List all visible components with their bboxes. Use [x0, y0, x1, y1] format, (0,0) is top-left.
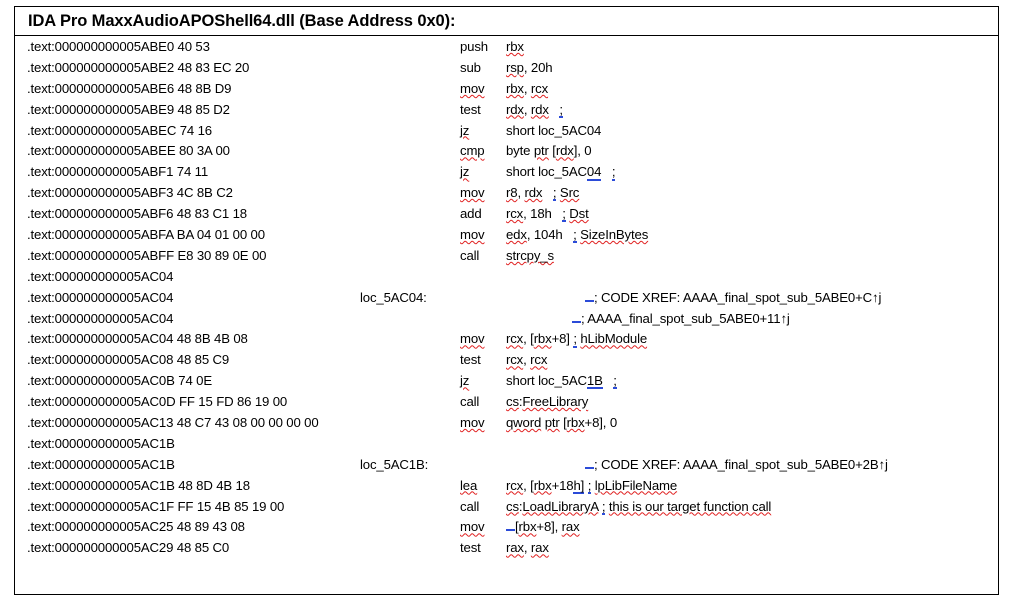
row-address: .text:000000000005ABFA BA 04 01 00 00: [27, 227, 265, 243]
row-address: .text:000000000005AC04: [27, 289, 174, 305]
row-operands[interactable]: rdx, rdx ;: [506, 101, 563, 118]
row-operands[interactable]: edx, 104h ; SizeInBytes: [506, 227, 649, 244]
listing-row[interactable]: .text:000000000005AC04: [15, 269, 998, 290]
row-address: .text:000000000005AC1B: [27, 456, 175, 472]
row-mnemonic[interactable]: mov: [460, 227, 485, 243]
listing-row[interactable]: .text:000000000005ABEC 74 16 jz short loc_…: [15, 123, 998, 144]
row-mnemonic[interactable]: call: [460, 498, 480, 514]
listing-row[interactable]: .text:000000000005ABFA BA 04 01 00 00 mov…: [15, 227, 998, 248]
row-operands[interactable]: rsp, 20h: [506, 59, 553, 75]
listing-row[interactable]: .text:000000000005ABE2 48 83 EC 20 sub rsp…: [15, 60, 998, 81]
row-address: .text:000000000005ABF6 48 83 C1 18: [27, 206, 247, 222]
row-operands[interactable]: r8, rdx ; Src: [506, 185, 580, 202]
row-operands[interactable]: rcx, [rbx+18h] ; lpLibFileName: [506, 477, 678, 494]
listing-row[interactable]: .text:000000000005AC0D FF 15 FD 86 19 00…: [15, 394, 998, 415]
listing-row[interactable]: .text:000000000005ABF3 4C 8B C2 mov r8, rd…: [15, 185, 998, 206]
row-address: .text:000000000005ABEC 74 16: [27, 122, 212, 138]
row-mnemonic[interactable]: push: [460, 39, 488, 54]
row-operands[interactable]: short loc_5AC1B ;: [506, 373, 617, 390]
listing-row[interactable]: .text:000000000005AC29 48 85 C0 test rax, …: [15, 540, 998, 561]
row-operands[interactable]: cs:LoadLibraryA ; this is our target fun…: [506, 498, 772, 515]
row-address: .text:000000000005ABFF E8 30 89 0E 00: [27, 247, 267, 263]
row-mnemonic[interactable]: cmp: [460, 143, 485, 159]
row-address: .text:000000000005ABE2 48 83 EC 20: [27, 59, 250, 75]
row-mnemonic[interactable]: test: [460, 540, 481, 556]
row-address: .text:000000000005ABE6 48 8B D9: [27, 80, 232, 96]
listing-row[interactable]: .text:000000000005AC04 48 8B 4B 08 mov rcx…: [15, 331, 998, 352]
panel-title-bar: IDA Pro MaxxAudioAPOShell64.dll (Base Ad…: [15, 7, 998, 36]
listing-row[interactable]: .text:000000000005AC1B loc_5AC1B: ; CODE X…: [15, 457, 998, 478]
row-xref-comment: ; CODE XREF: AAAA_final_spot_sub_5ABE0+C…: [460, 290, 998, 305]
listing-row[interactable]: .text:000000000005AC1B: [15, 436, 998, 457]
row-address: .text:000000000005AC04: [27, 310, 174, 326]
listing-row[interactable]: .text:000000000005ABFF E8 30 89 0E 00 cal…: [15, 248, 998, 269]
row-mnemonic[interactable]: mov: [460, 185, 485, 201]
row-mnemonic[interactable]: jz: [460, 164, 470, 180]
row-address: .text:000000000005ABF3 4C 8B C2: [27, 185, 233, 201]
row-label[interactable]: loc_5AC1B:: [360, 456, 429, 472]
row-address: .text:000000000005ABEE 80 3A 00: [27, 143, 230, 159]
listing-row[interactable]: .text:000000000005ABF1 74 11 jz short loc_…: [15, 164, 998, 185]
row-mnemonic[interactable]: lea: [460, 477, 478, 493]
row-operands[interactable]: rcx, [rbx+8] ; hLibModule: [506, 331, 648, 348]
row-address: .text:000000000005ABE0 40 53: [27, 39, 210, 54]
row-mnemonic[interactable]: test: [460, 352, 481, 368]
listing-row[interactable]: .text:000000000005AC0B 74 0E jz short loc_…: [15, 373, 998, 394]
row-mnemonic[interactable]: sub: [460, 59, 481, 75]
row-operands[interactable]: rcx, rcx: [506, 352, 548, 368]
row-mnemonic[interactable]: call: [460, 247, 480, 263]
row-mnemonic[interactable]: call: [460, 394, 480, 410]
listing-row[interactable]: .text:000000000005AC04 ; AAAA_final_spot_…: [15, 311, 998, 332]
listing-row[interactable]: .text:000000000005ABF6 48 83 C1 18 add rcx…: [15, 206, 998, 227]
row-operands[interactable]: rbx, rcx: [506, 80, 549, 96]
listing-row[interactable]: .text:000000000005AC25 48 89 43 08 mov [rb…: [15, 519, 998, 540]
row-label[interactable]: loc_5AC04:: [360, 289, 427, 305]
row-mnemonic[interactable]: add: [460, 206, 482, 222]
row-address: .text:000000000005AC04 48 8B 4B 08: [27, 331, 248, 347]
listing-row[interactable]: .text:000000000005AC1B 48 8D 4B 18 lea rcx…: [15, 478, 998, 499]
row-mnemonic[interactable]: jz: [460, 122, 470, 138]
row-operands[interactable]: short loc_5AC04: [506, 122, 602, 138]
row-mnemonic[interactable]: mov: [460, 415, 485, 431]
row-mnemonic[interactable]: jz: [460, 373, 470, 389]
row-address: .text:000000000005AC08 48 85 C9: [27, 352, 230, 368]
row-operands[interactable]: [rbx+8], rax: [506, 519, 998, 534]
row-xref-comment: ; AAAA_final_spot_sub_5ABE0+11↑j: [460, 311, 998, 326]
listing-row[interactable]: .text:000000000005ABE0 40 53 push rbx: [15, 39, 998, 60]
row-address: .text:000000000005AC1B: [27, 435, 175, 451]
row-address: .text:000000000005AC0D FF 15 FD 86 19 00: [27, 394, 288, 410]
listing-row[interactable]: .text:000000000005ABEE 80 3A 00 cmp byte p…: [15, 143, 998, 164]
row-mnemonic[interactable]: mov: [460, 331, 485, 347]
row-address: .text:000000000005AC1F FF 15 4B 85 19 00: [27, 498, 285, 514]
row-operands[interactable]: byte ptr [rdx], 0: [506, 143, 592, 159]
ida-listing-panel: IDA Pro MaxxAudioAPOShell64.dll (Base Ad…: [14, 6, 999, 595]
row-operands[interactable]: strcpy_s: [506, 247, 554, 263]
listing-row[interactable]: .text:000000000005ABE6 48 8B D9 mov rbx, r…: [15, 81, 998, 102]
row-operands[interactable]: qword ptr [rbx+8], 0: [506, 415, 618, 431]
row-address: .text:000000000005ABE9 48 85 D2: [27, 101, 230, 117]
listing-row[interactable]: .text:000000000005AC1F FF 15 4B 85 19 00…: [15, 499, 998, 520]
row-address: .text:000000000005AC13 48 C7 43 08 00 00…: [27, 415, 319, 431]
row-operands[interactable]: short loc_5AC04 ;: [506, 164, 616, 181]
listing-row[interactable]: .text:000000000005AC08 48 85 C9 test rcx, …: [15, 352, 998, 373]
row-mnemonic[interactable]: mov: [460, 80, 485, 96]
row-mnemonic[interactable]: mov: [460, 519, 485, 535]
row-operands[interactable]: rax, rax: [506, 540, 549, 556]
row-address: .text:000000000005AC29 48 85 C0: [27, 540, 230, 556]
row-mnemonic[interactable]: test: [460, 101, 481, 117]
row-address: .text:000000000005ABF1 74 11: [27, 164, 209, 180]
row-operands[interactable]: rbx: [506, 39, 524, 54]
listing-row[interactable]: .text:000000000005AC04 loc_5AC04: ; CODE X…: [15, 290, 998, 311]
row-xref-comment: ; CODE XREF: AAAA_final_spot_sub_5ABE0+2…: [460, 457, 998, 472]
row-operands[interactable]: rcx, 18h ; Dst: [506, 206, 589, 223]
page-title: IDA Pro MaxxAudioAPOShell64.dll (Base Ad…: [28, 11, 456, 30]
listing-row[interactable]: .text:000000000005ABE9 48 85 D2 test rdx, …: [15, 102, 998, 123]
row-address: .text:000000000005AC04: [27, 268, 174, 284]
row-address: .text:000000000005AC1B 48 8D 4B 18: [27, 477, 250, 493]
listing-row[interactable]: .text:000000000005AC13 48 C7 43 08 00 00…: [15, 415, 998, 436]
row-address: .text:000000000005AC0B 74 0E: [27, 373, 212, 389]
row-operands[interactable]: cs:FreeLibrary: [506, 394, 589, 410]
row-address: .text:000000000005AC25 48 89 43 08: [27, 519, 245, 535]
